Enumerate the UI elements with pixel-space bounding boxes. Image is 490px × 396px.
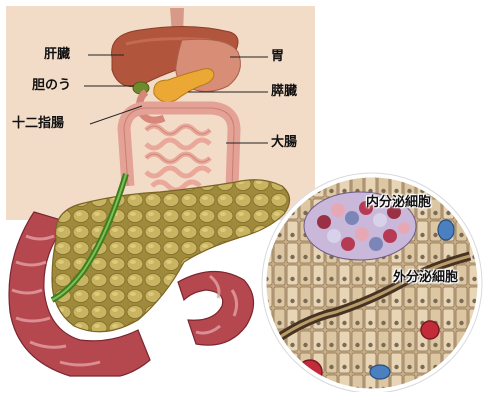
pancreas-closeup-body xyxy=(52,180,290,332)
label-pancreas: 膵臓 xyxy=(271,84,297,100)
label-gallbladder: 胆のう xyxy=(32,78,71,94)
label-stomach: 胃 xyxy=(271,49,284,65)
label-liver: 肝臓 xyxy=(44,47,70,63)
label-exocrine-cells: 外分泌細胞 xyxy=(393,270,458,286)
label-endocrine-cells: 内分泌細胞 xyxy=(366,195,431,211)
label-duodenum: 十二指腸 xyxy=(12,116,64,132)
label-large-intestine: 大腸 xyxy=(271,135,297,151)
